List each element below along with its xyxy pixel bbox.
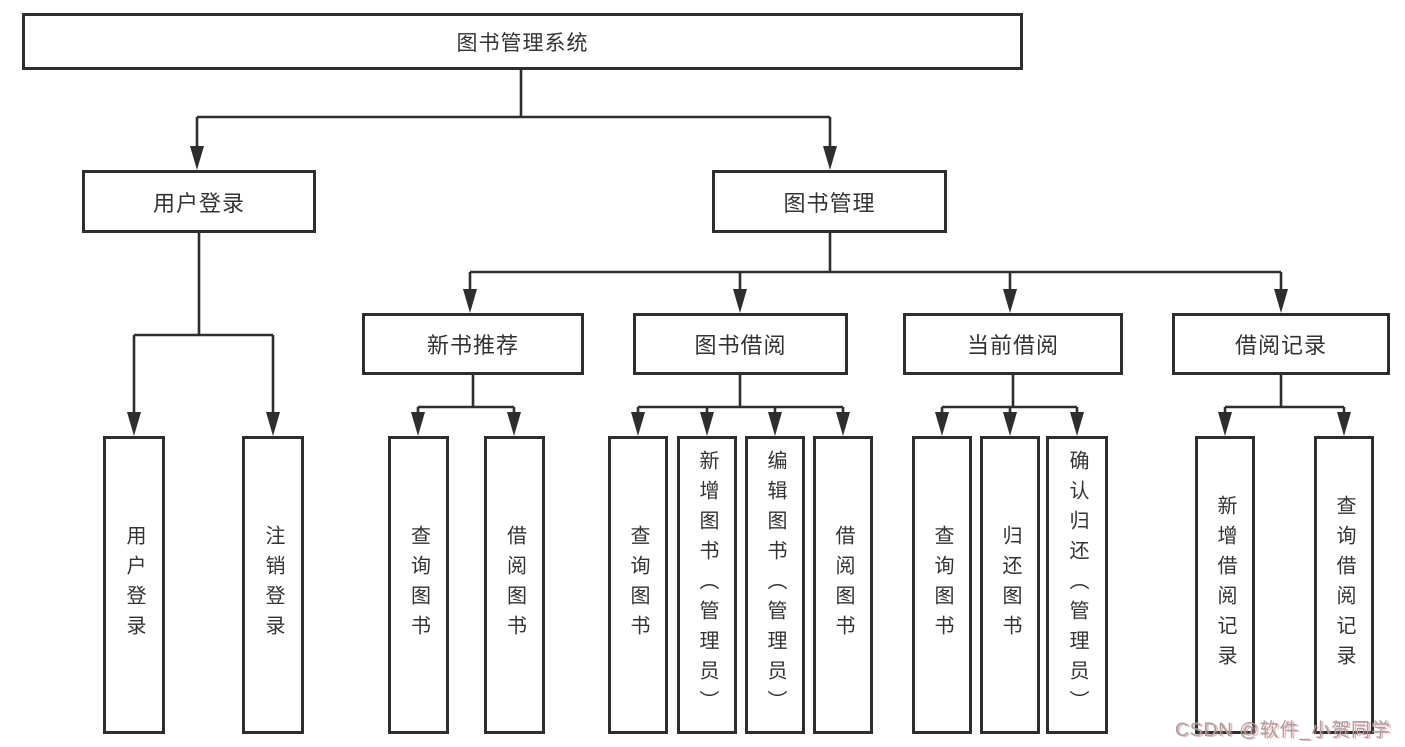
leaf-query-books-recommend: 查询图书 [388, 436, 449, 734]
leaf-borrow-books-recommend: 借阅图书 [484, 436, 545, 734]
node-borrowing-records: 借阅记录 [1172, 313, 1390, 375]
leaf-query-borrowing-record: 查询借阅记录 [1314, 436, 1374, 734]
node-label: 查询图书 [931, 525, 953, 645]
leaf-return-books: 归还图书 [980, 436, 1040, 734]
node-label: 确认归还（管理员） [1066, 450, 1088, 720]
node-label: 借阅记录 [1234, 333, 1327, 358]
node-label: 图书管理系统 [456, 31, 589, 55]
node-label: 用户登录 [152, 190, 245, 216]
node-book-borrowing: 图书借阅 [633, 313, 848, 375]
leaf-add-borrowing-record: 新增借阅记录 [1195, 436, 1255, 734]
csdn-watermark: CSDN @软件_小贺同学 [1175, 720, 1391, 741]
node-label: 查询借阅记录 [1333, 495, 1355, 675]
node-label: 当前借阅 [966, 333, 1059, 358]
node-label: 借阅图书 [832, 525, 854, 645]
node-new-book-recommendation: 新书推荐 [362, 313, 584, 375]
node-book-management: 图书管理 [712, 170, 947, 233]
node-label: 编辑图书（管理员） [764, 450, 786, 720]
node-library-management-system: 图书管理系统 [22, 13, 1023, 70]
node-label: 新书推荐 [426, 333, 519, 358]
node-label: 注销登录 [262, 525, 284, 645]
node-user-login: 用户登录 [82, 170, 316, 233]
node-label: 查询图书 [627, 525, 649, 645]
node-label: 归还图书 [999, 525, 1021, 645]
node-label: 新增借阅记录 [1214, 495, 1236, 675]
leaf-confirm-return-admin: 确认归还（管理员） [1046, 436, 1108, 734]
node-label: 新增图书（管理员） [696, 450, 718, 720]
node-label: 用户登录 [123, 525, 145, 645]
node-label: 图书借阅 [694, 333, 787, 358]
leaf-edit-books-admin: 编辑图书（管理员） [745, 436, 805, 734]
leaf-logout: 注销登录 [242, 436, 304, 734]
node-label: 查询图书 [407, 525, 430, 645]
leaf-query-books-current: 查询图书 [912, 436, 972, 734]
node-label: 图书管理 [783, 190, 876, 216]
leaf-query-books-borrowing: 查询图书 [608, 436, 668, 734]
leaf-borrow-books: 借阅图书 [813, 436, 873, 734]
node-label: 借阅图书 [503, 525, 526, 645]
leaf-add-books-admin: 新增图书（管理员） [677, 436, 737, 734]
node-current-borrowing: 当前借阅 [903, 313, 1123, 375]
leaf-user-login: 用户登录 [103, 436, 165, 734]
